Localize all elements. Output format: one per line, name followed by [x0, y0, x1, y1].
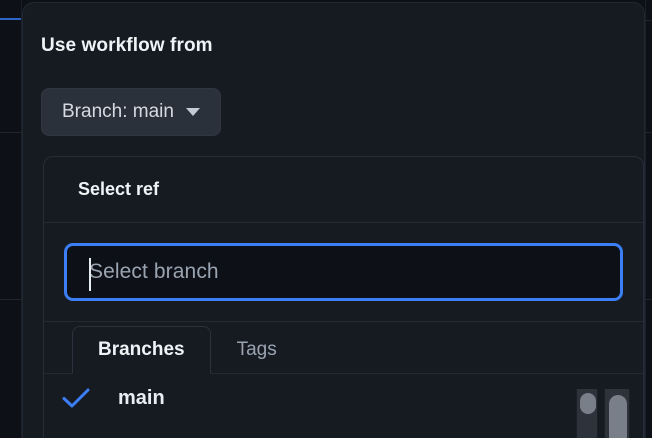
workflow-dispatch-panel: Use workflow from Branch: main Select re…: [22, 2, 645, 438]
branch-selector-label: Branch: main: [62, 101, 174, 122]
branch-selector-button[interactable]: Branch: main: [41, 88, 221, 136]
tab-tags-label: Tags: [236, 339, 277, 360]
list-item-label: main: [118, 386, 165, 409]
chevron-down-icon: [185, 108, 200, 116]
ref-list: main: [44, 374, 643, 422]
tab-branches-label: Branches: [98, 339, 185, 360]
text-cursor: [89, 258, 91, 291]
branch-search-placeholder: Select branch: [89, 260, 219, 283]
backdrop-left-edge: [21, 0, 22, 438]
backdrop-right-strip: [645, 0, 652, 438]
select-ref-tabs: Branches Tags: [44, 322, 643, 374]
tabs-baseline: [44, 373, 643, 374]
select-ref-header: Select ref: [44, 157, 643, 223]
backdrop-divider: [0, 299, 22, 300]
backdrop-right-edge: [645, 0, 646, 438]
check-icon: [56, 386, 96, 410]
tab-tags[interactable]: Tags: [211, 326, 303, 374]
list-item[interactable]: main: [44, 374, 643, 422]
backdrop-divider: [0, 132, 22, 133]
scrollbar-outer-thumb[interactable]: [609, 395, 627, 438]
backdrop-divider: [645, 132, 652, 133]
backdrop-divider: [645, 20, 652, 21]
backdrop-divider: [645, 299, 652, 300]
page-title: Use workflow from: [41, 35, 213, 56]
scrollbar-inner[interactable]: [576, 389, 598, 438]
scrollbar-outer[interactable]: [604, 389, 630, 438]
tab-branches[interactable]: Branches: [72, 326, 211, 374]
select-ref-title: Select ref: [78, 179, 160, 199]
select-ref-search-row: Select branch: [44, 223, 643, 322]
select-ref-dropdown: Select ref Select branch Branches Tags: [43, 156, 644, 438]
scrollbar-inner-thumb[interactable]: [580, 393, 596, 414]
branch-search-input[interactable]: Select branch: [64, 243, 623, 301]
backdrop-accent-line: [0, 18, 22, 20]
